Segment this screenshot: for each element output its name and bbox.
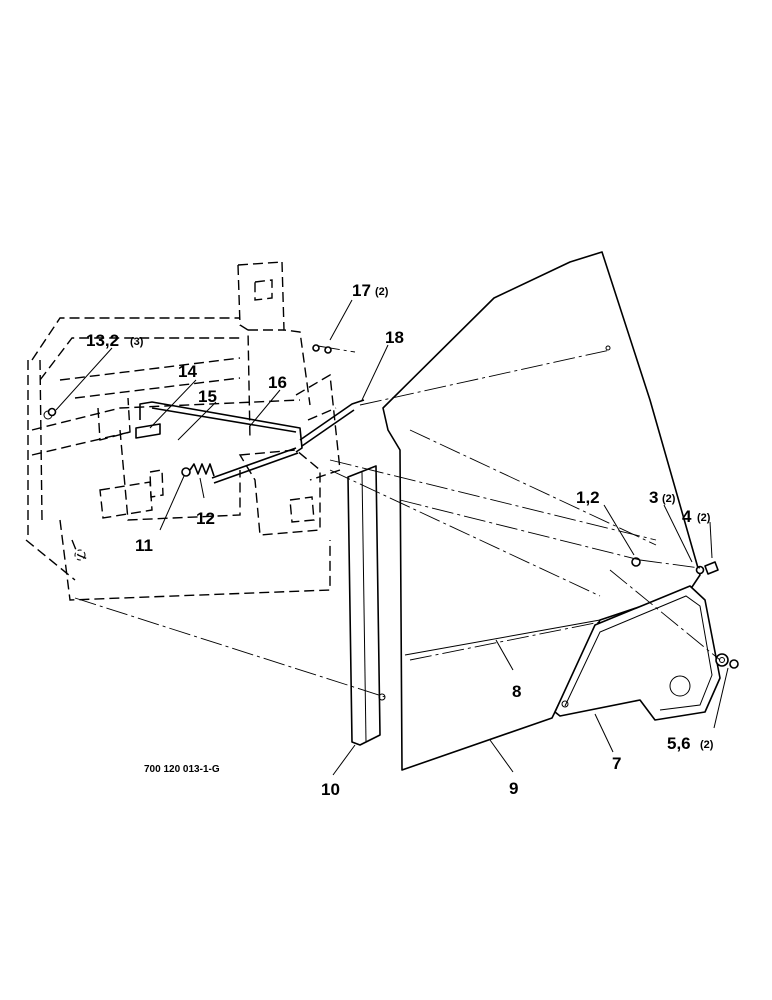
callout-4-qty: (2)	[697, 512, 711, 524]
callout-15: 15	[198, 387, 217, 406]
callout-14: 14	[178, 362, 197, 381]
callout-13-2-qty: (3)	[130, 336, 144, 348]
vertical-channel	[347, 465, 386, 746]
leader-lines	[55, 299, 729, 776]
side-plate	[554, 585, 721, 721]
callout-5-6: 5,6 (2)	[667, 734, 714, 753]
callout-9: 9	[509, 779, 518, 798]
callout-8: 8	[512, 682, 521, 701]
callout-17-label: 17	[352, 281, 371, 300]
callout-5-6-label: 5,6	[667, 734, 691, 753]
frame-outline	[25, 261, 341, 601]
callout-5-6-qty: (2)	[700, 739, 714, 751]
callout-11-label: 11	[135, 536, 153, 555]
callout-3-qty: (2)	[662, 493, 676, 505]
callout-11: 11	[135, 536, 153, 555]
callout-3-label: 3	[649, 488, 658, 507]
callout-17: 17 (2)	[352, 281, 389, 300]
linkage-rods	[47, 344, 365, 484]
callout-7-label: 7	[612, 754, 621, 773]
callout-10: 10	[321, 780, 340, 799]
callout-12: 12	[196, 509, 215, 528]
callout-1-2: 1,2	[576, 488, 600, 507]
callout-16: 16	[268, 373, 287, 392]
callout-14-label: 14	[178, 362, 197, 381]
callout-16-label: 16	[268, 373, 287, 392]
callout-7: 7	[612, 754, 621, 773]
callout-12-label: 12	[196, 509, 215, 528]
fasteners-right	[631, 557, 739, 669]
callout-4: 4 (2)	[682, 507, 711, 526]
callout-18: 18	[385, 328, 404, 347]
callout-13-2-label: 13,2	[86, 331, 119, 350]
callout-9-label: 9	[509, 779, 518, 798]
callout-18-label: 18	[385, 328, 404, 347]
callout-3: 3 (2)	[649, 488, 676, 507]
drawing-part-number: 700 120 013-1-G	[144, 764, 220, 775]
callout-13-2: 13,2 (3)	[86, 331, 144, 350]
callout-labels: 13,2 (3) 17 (2) 18 14 16 15 12 11 1,2 3	[86, 281, 714, 799]
callout-1-2-label: 1,2	[576, 488, 600, 507]
callout-8-label: 8	[512, 682, 521, 701]
assembly-lines	[74, 349, 721, 698]
callout-4-label: 4	[682, 507, 692, 526]
callout-17-qty: (2)	[375, 286, 389, 298]
callout-15-label: 15	[198, 387, 217, 406]
callout-10-label: 10	[321, 780, 340, 799]
